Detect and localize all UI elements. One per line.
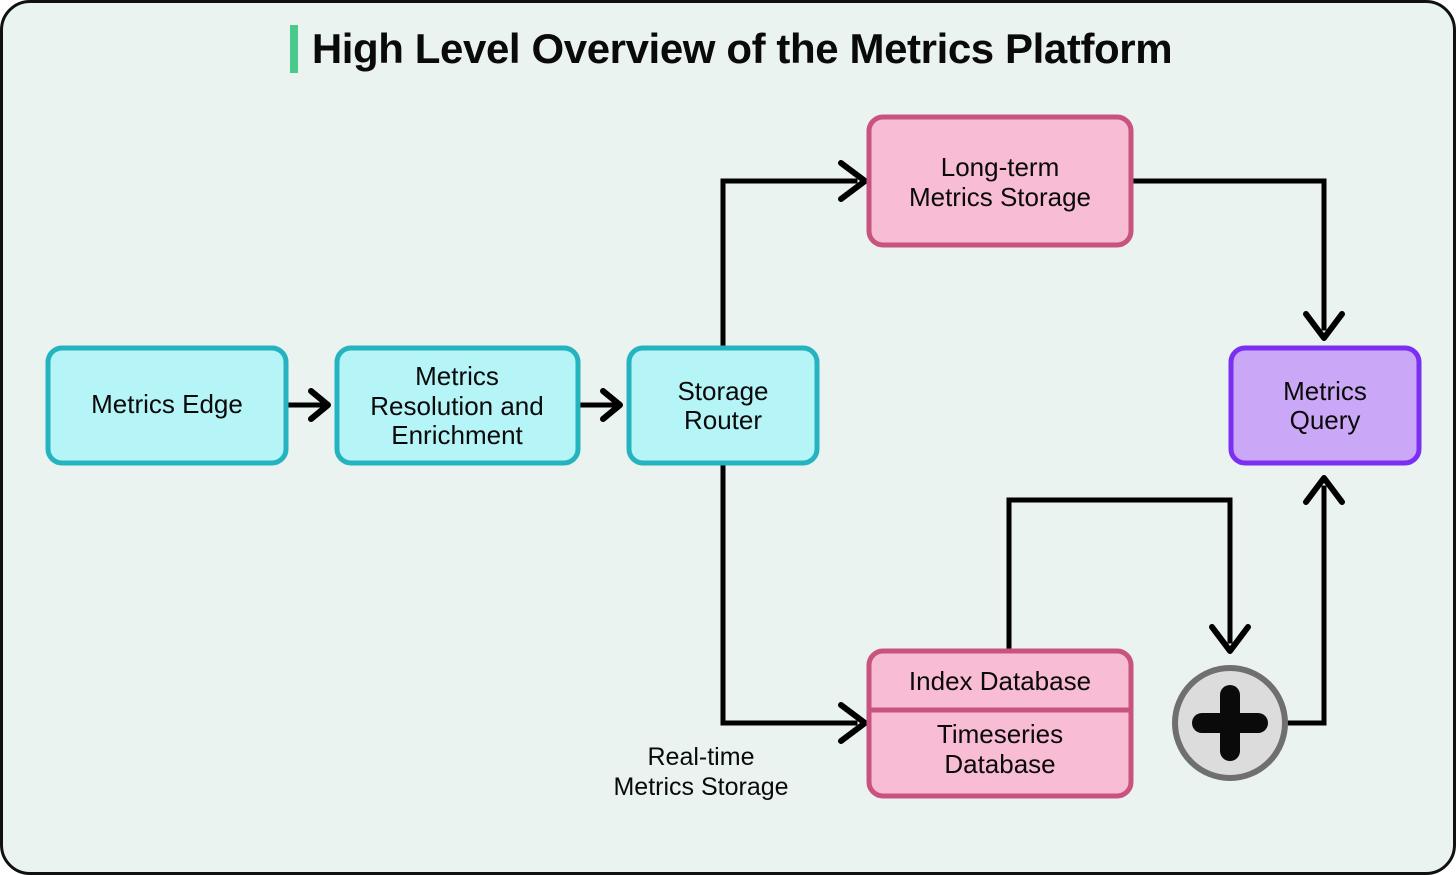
node-timeseries-database-line-2: Database [944, 749, 1055, 779]
flowchart: Metrics Edge Metrics Resolution and Enri… [45, 114, 1422, 801]
title-accent-bar [289, 25, 298, 73]
node-metrics-resolution-line-2: Resolution and [370, 391, 543, 421]
node-metrics-resolution-line-1: Metrics [415, 361, 499, 391]
node-long-term-metrics-storage[interactable]: Long-term Metrics Storage [866, 114, 1134, 248]
node-long-term-storage-line-1: Long-term [941, 152, 1060, 182]
node-index-database[interactable]: Index Database [909, 666, 1091, 696]
node-metrics-query-line-2: Query [1290, 405, 1361, 435]
node-storage-router[interactable]: Storage Router [626, 345, 820, 466]
edge-metrics-edge-to-resolution [283, 388, 331, 422]
node-metrics-resolution-enrichment[interactable]: Metrics Resolution and Enrichment [334, 345, 581, 466]
node-metrics-query-line-1: Metrics [1283, 376, 1367, 406]
edge-resolution-to-storage-router [575, 388, 623, 422]
node-timeseries-database-line-1: Timeseries [937, 719, 1063, 749]
node-metrics-resolution-line-3: Enrichment [391, 420, 523, 450]
node-long-term-storage-line-2: Metrics Storage [909, 182, 1091, 212]
edge-storage-router-to-timeseries-database [720, 460, 868, 744]
diagram-title: High Level Overview of the Metrics Platf… [3, 25, 1453, 73]
real-time-storage-line-2: Metrics Storage [613, 773, 788, 801]
node-storage-router-line-2: Router [684, 405, 762, 435]
real-time-storage-line-1: Real-time [648, 743, 755, 771]
edge-storage-router-to-long-term-storage [720, 160, 868, 351]
node-database-group: Index Database Timeseries Database [866, 648, 1134, 799]
node-merge-operator[interactable] [1172, 665, 1288, 781]
label-real-time-metrics-storage: Real-time Metrics Storage [613, 743, 788, 801]
plus-icon [1192, 685, 1268, 761]
page-title: High Level Overview of the Metrics Platf… [311, 25, 1173, 72]
node-timeseries-database[interactable]: Timeseries Database [937, 719, 1063, 779]
node-metrics-edge-label: Metrics Edge [91, 389, 243, 419]
node-metrics-query[interactable]: Metrics Query [1228, 345, 1422, 466]
node-storage-router-line-1: Storage [677, 376, 768, 406]
edge-merge-operator-to-metrics-query [1283, 475, 1345, 726]
edge-long-term-storage-to-metrics-query [1128, 178, 1345, 341]
edge-index-database-to-merge-operator [1006, 497, 1251, 654]
node-index-database-label: Index Database [909, 666, 1091, 696]
node-metrics-edge[interactable]: Metrics Edge [45, 345, 289, 466]
